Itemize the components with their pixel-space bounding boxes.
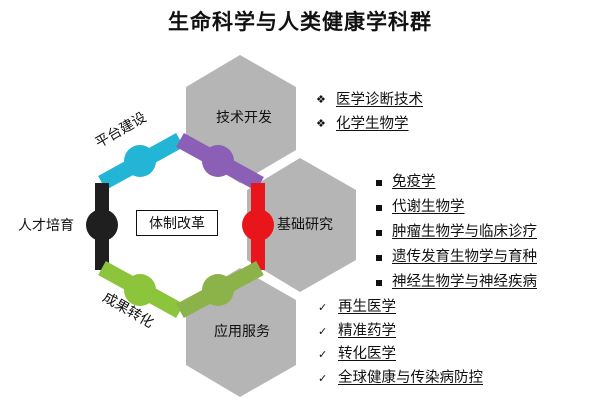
list-item: 代谢生物学 [372,195,537,220]
list-item-text: 遗传发育生物学与育种 [392,249,537,265]
list-item: ❖ 医学诊断技术 [316,88,423,112]
list-item: ✓ 精准药学 [318,320,483,344]
center-box-institutional-reform: 体制改革 [136,210,218,236]
node-bottom-left [124,274,156,306]
hex-label-top: 技术开发 [216,110,272,126]
node-bottom-right [202,274,234,306]
basic-items-list: 免疫学 代谢生物学 肿瘤生物学与临床诊疗 遗传发育生物学与育种 神经生物学与神经… [372,170,537,295]
list-item: 肿瘤生物学与临床诊疗 [372,220,537,245]
square-icon [376,279,382,286]
hex-label-bottom: 应用服务 [214,323,270,340]
checkmark-icon: ✓ [318,301,328,314]
checkmark-icon: ✓ [318,324,328,338]
list-item: 神经生物学与神经疾病 [372,270,537,295]
checkmark-icon: ✓ [318,348,328,361]
list-item-text: 医学诊断技术 [336,92,423,108]
list-item-text: 转化医学 [338,346,396,362]
list-item: 遗传发育生物学与育种 [372,245,537,270]
diamond-cluster-icon: ❖ [316,93,326,106]
diamond-cluster-icon: ❖ [316,117,326,130]
side-label-talent: 人才培育 [18,218,74,234]
square-icon [376,204,382,211]
list-item: 免疫学 [372,170,537,195]
list-item: ❖ 化学生物学 [316,112,423,136]
node-left [86,209,118,241]
list-item-text: 全球健康与传染病防控 [338,369,483,386]
list-item-text: 化学生物学 [336,116,409,132]
list-item-text: 代谢生物学 [392,199,465,215]
tech-items-list: ❖ 医学诊断技术 ❖ 化学生物学 [316,88,423,136]
list-item-text: 再生医学 [338,299,396,315]
square-icon [376,179,382,186]
list-item: ✓ 再生医学 [318,296,483,320]
hex-label-right: 基础研究 [277,216,333,233]
hexagon-right [247,158,356,292]
list-item-text: 肿瘤生物学与临床诊疗 [392,224,537,240]
list-item-text: 精准药学 [338,322,396,339]
checkmark-icon: ✓ [318,371,328,385]
app-items-list: ✓ 再生医学 ✓ 精准药学 ✓ 转化医学 ✓ 全球健康与传染病防控 [318,296,483,390]
list-item: ✓ 全球健康与传染病防控 [318,367,483,391]
node-top-left [124,145,156,177]
list-item-text: 免疫学 [392,174,436,190]
list-item: ✓ 转化医学 [318,343,483,367]
diagram-title: 生命科学与人类健康学科群 [168,10,432,34]
square-icon [376,229,382,236]
list-item-text: 神经生物学与神经疾病 [392,274,537,290]
square-icon [376,254,382,261]
node-right [242,209,274,241]
node-top-right [202,145,234,177]
